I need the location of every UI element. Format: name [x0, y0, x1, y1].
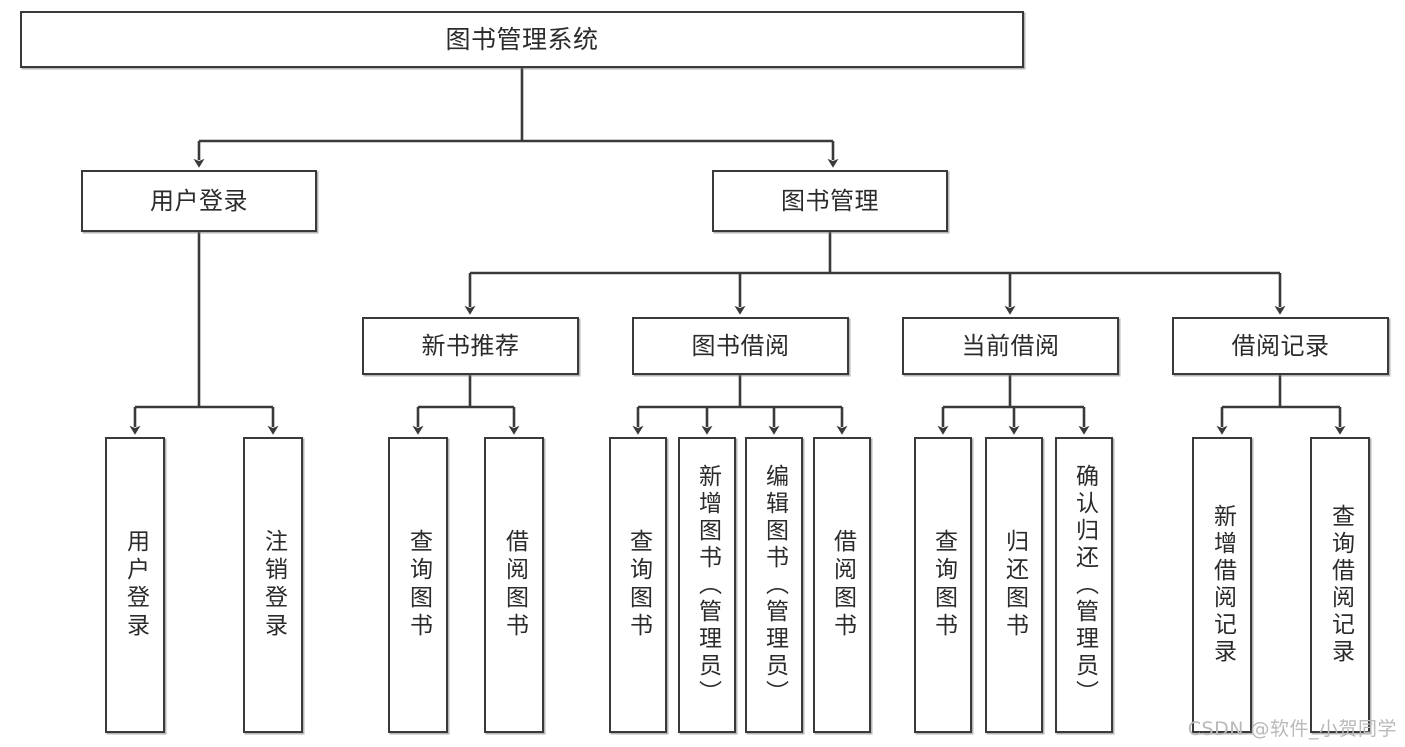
- node-leaf-query-borrow-record-label: 查询借阅记录: [1327, 504, 1354, 666]
- node-leaf-borrow-books-borrow[interactable]: 借阅图书: [813, 437, 871, 733]
- node-book-borrow[interactable]: 图书借阅: [632, 317, 849, 375]
- node-leaf-user-login-label: 用户登录: [122, 529, 149, 641]
- node-leaf-borrow-books-borrow-label: 借阅图书: [829, 529, 856, 641]
- node-borrow-record[interactable]: 借阅记录: [1172, 317, 1389, 375]
- node-leaf-query-books-borrow-label: 查询图书: [625, 529, 652, 641]
- node-leaf-add-book-admin[interactable]: 新增图书（管理员）: [678, 437, 736, 733]
- node-leaf-edit-book-admin[interactable]: 编辑图书（管理员）: [745, 437, 803, 733]
- node-current-borrow-label: 当前借阅: [961, 331, 1060, 360]
- node-leaf-return-books-label: 归还图书: [1001, 529, 1028, 641]
- node-borrow-record-label: 借阅记录: [1231, 331, 1330, 360]
- node-user-login[interactable]: 用户登录: [81, 170, 317, 232]
- node-new-book-recommend-label: 新书推荐: [421, 331, 520, 360]
- node-leaf-query-books-current-label: 查询图书: [930, 529, 957, 641]
- node-leaf-query-books-recommend-label: 查询图书: [405, 529, 432, 641]
- node-root-label: 图书管理系统: [445, 24, 599, 54]
- node-leaf-user-login[interactable]: 用户登录: [105, 437, 165, 733]
- node-leaf-return-books[interactable]: 归还图书: [985, 437, 1043, 733]
- node-leaf-edit-book-admin-label: 编辑图书（管理员）: [761, 463, 788, 707]
- node-leaf-query-books-current[interactable]: 查询图书: [914, 437, 972, 733]
- watermark: CSDN @软件_小贺同学: [1187, 718, 1397, 740]
- node-leaf-user-logout-label: 注销登录: [260, 529, 287, 641]
- node-leaf-confirm-return-admin-label: 确认归还（管理员）: [1071, 463, 1098, 707]
- node-leaf-add-borrow-record-label: 新增借阅记录: [1209, 504, 1236, 666]
- node-new-book-recommend[interactable]: 新书推荐: [362, 317, 579, 375]
- node-leaf-user-logout[interactable]: 注销登录: [243, 437, 303, 733]
- node-leaf-query-books-recommend[interactable]: 查询图书: [388, 437, 448, 733]
- node-leaf-borrow-books-recommend-label: 借阅图书: [501, 529, 528, 641]
- node-leaf-add-borrow-record[interactable]: 新增借阅记录: [1192, 437, 1252, 733]
- node-current-borrow[interactable]: 当前借阅: [902, 317, 1119, 375]
- node-root[interactable]: 图书管理系统: [20, 11, 1024, 68]
- node-book-borrow-label: 图书借阅: [691, 331, 790, 360]
- node-user-login-label: 用户登录: [150, 186, 248, 215]
- node-leaf-query-books-borrow[interactable]: 查询图书: [609, 437, 667, 733]
- node-book-management[interactable]: 图书管理: [712, 170, 948, 232]
- node-leaf-confirm-return-admin[interactable]: 确认归还（管理员）: [1055, 437, 1113, 733]
- node-leaf-borrow-books-recommend[interactable]: 借阅图书: [484, 437, 544, 733]
- node-leaf-query-borrow-record[interactable]: 查询借阅记录: [1310, 437, 1370, 733]
- node-book-management-label: 图书管理: [781, 186, 879, 215]
- node-leaf-add-book-admin-label: 新增图书（管理员）: [694, 463, 721, 707]
